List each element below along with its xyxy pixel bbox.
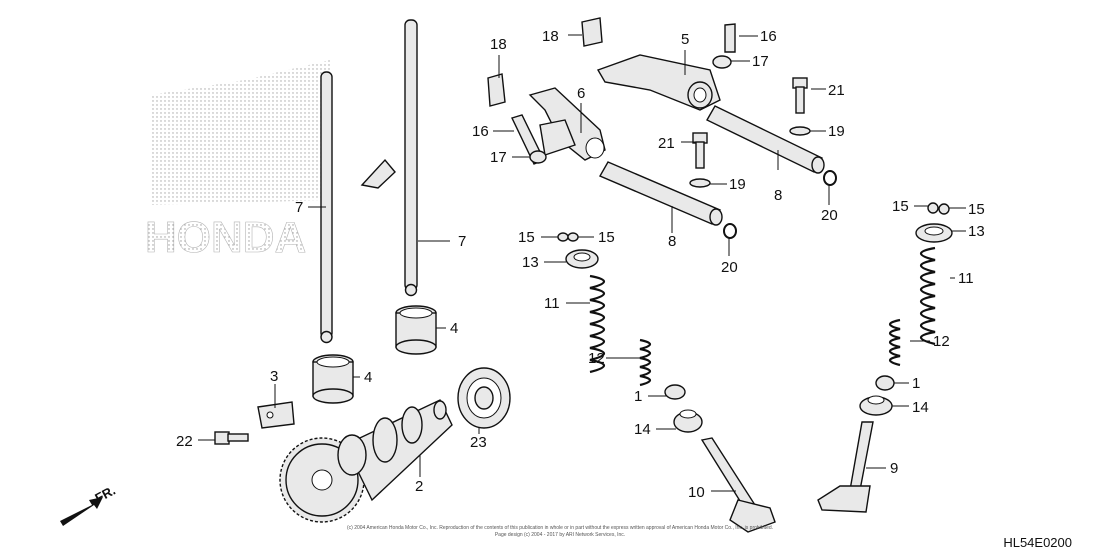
plate-18-left[interactable] — [487, 73, 506, 107]
nut-17-left[interactable] — [529, 150, 547, 164]
honda-wing-watermark: HONDA — [145, 60, 330, 262]
o-ring-20-right[interactable] — [823, 170, 837, 186]
callout-18-right[interactable]: 18 — [542, 28, 559, 45]
callout-15-right-b[interactable]: 15 — [968, 201, 985, 218]
callout-17-left[interactable]: 17 — [490, 149, 507, 166]
callout-11-right[interactable]: 11 — [958, 270, 974, 287]
callout-3[interactable]: 3 — [270, 368, 278, 385]
outer-spring-11-left[interactable] — [589, 274, 606, 374]
cotter-15-right-b[interactable] — [938, 203, 950, 215]
bolt-21-right[interactable] — [792, 77, 808, 114]
callout-23[interactable]: 23 — [470, 434, 487, 451]
plate-18-right[interactable] — [581, 17, 603, 47]
outer-spring-11-right[interactable] — [919, 246, 936, 346]
cotter-15-right-a[interactable] — [927, 202, 939, 214]
callout-8-left[interactable]: 8 — [668, 233, 676, 250]
inner-spring-12-right[interactable] — [888, 318, 901, 367]
callout-21-right[interactable]: 21 — [828, 82, 845, 99]
valve-10[interactable] — [700, 437, 776, 533]
washer-19-left[interactable] — [689, 178, 711, 188]
callout-4-upper[interactable]: 4 — [450, 320, 458, 337]
callout-13-left[interactable]: 13 — [522, 254, 539, 271]
bolt-22[interactable] — [214, 431, 249, 445]
callout-14-left[interactable]: 14 — [634, 421, 651, 438]
seal-1-right[interactable] — [875, 375, 895, 391]
pushrod-left[interactable] — [320, 71, 333, 344]
bolt-21-left[interactable] — [692, 132, 708, 169]
valve-assembly-right — [817, 202, 953, 513]
callout-15-right-a[interactable]: 15 — [892, 198, 909, 215]
diagram-code: HL54E0200 — [1003, 535, 1072, 550]
callout-16-left[interactable]: 16 — [472, 123, 489, 140]
tappet-lower[interactable] — [312, 354, 354, 404]
callout-2[interactable]: 2 — [415, 478, 423, 495]
front-direction-arrow: FR. — [60, 483, 118, 526]
pushrod-right[interactable] — [404, 19, 418, 297]
callout-19-right[interactable]: 19 — [828, 123, 845, 140]
tappet-upper[interactable] — [395, 305, 437, 355]
copyright-line-2: Page design (c) 2004 - 2017 by ARI Netwo… — [495, 532, 625, 538]
callout-8-right[interactable]: 8 — [774, 187, 782, 204]
cotter-15-left-a[interactable] — [557, 232, 569, 242]
washer-19-right[interactable] — [789, 126, 811, 136]
adjusting-screw-16-right[interactable] — [724, 23, 736, 53]
callout-21-left[interactable]: 21 — [658, 135, 675, 152]
callout-1-left[interactable]: 1 — [634, 388, 642, 405]
callout-10[interactable]: 10 — [688, 484, 705, 501]
callout-18-left[interactable]: 18 — [490, 36, 507, 53]
callout-labels: 7 7 4 4 3 2 22 23 5 6 18 18 16 17 16 17 … — [176, 28, 985, 501]
callout-14-right[interactable]: 14 — [912, 399, 929, 416]
callout-17-right[interactable]: 17 — [752, 53, 769, 70]
camshaft-assembly[interactable] — [279, 399, 453, 523]
cotter-15-left-b[interactable] — [567, 232, 579, 242]
callout-9[interactable]: 9 — [890, 460, 898, 477]
seal-1-left[interactable] — [664, 384, 686, 400]
callout-1-right[interactable]: 1 — [912, 375, 920, 392]
callout-7-right[interactable]: 7 — [458, 233, 466, 250]
callout-19-left[interactable]: 19 — [729, 176, 746, 193]
callout-20-left[interactable]: 20 — [721, 259, 738, 276]
valve-assembly-left — [557, 232, 776, 533]
callout-20-right[interactable]: 20 — [821, 207, 838, 224]
callout-13-right[interactable]: 13 — [968, 223, 985, 240]
callout-12-left[interactable]: 12 — [588, 350, 605, 367]
callout-6[interactable]: 6 — [577, 85, 585, 102]
rocker-shaft-lower[interactable] — [599, 161, 723, 226]
rocker-arm-5[interactable] — [596, 54, 721, 111]
copyright-line-1: (c) 2004 American Honda Motor Co., Inc. … — [347, 525, 773, 531]
nut-17-right[interactable] — [712, 55, 732, 69]
rocker-shaft-upper[interactable] — [706, 105, 825, 174]
callout-22[interactable]: 22 — [176, 433, 193, 450]
callout-7-left[interactable]: 7 — [295, 199, 303, 216]
callout-4-lower[interactable]: 4 — [364, 369, 372, 386]
plate[interactable] — [257, 401, 295, 429]
callout-15-left-b[interactable]: 15 — [598, 229, 615, 246]
watermark-text: HONDA — [145, 213, 306, 262]
leader-lines — [198, 34, 966, 492]
callout-16-right[interactable]: 16 — [760, 28, 777, 45]
rocker-arm-6[interactable] — [360, 87, 606, 189]
callout-5[interactable]: 5 — [681, 31, 689, 48]
callout-11-left[interactable]: 11 — [544, 295, 560, 312]
inner-spring-12-left[interactable] — [639, 338, 652, 387]
callout-12-right[interactable]: 12 — [933, 333, 950, 350]
bearing[interactable] — [457, 367, 511, 429]
callout-15-left-a[interactable]: 15 — [518, 229, 535, 246]
o-ring-20-left[interactable] — [723, 223, 737, 239]
valve-9[interactable] — [817, 421, 874, 513]
